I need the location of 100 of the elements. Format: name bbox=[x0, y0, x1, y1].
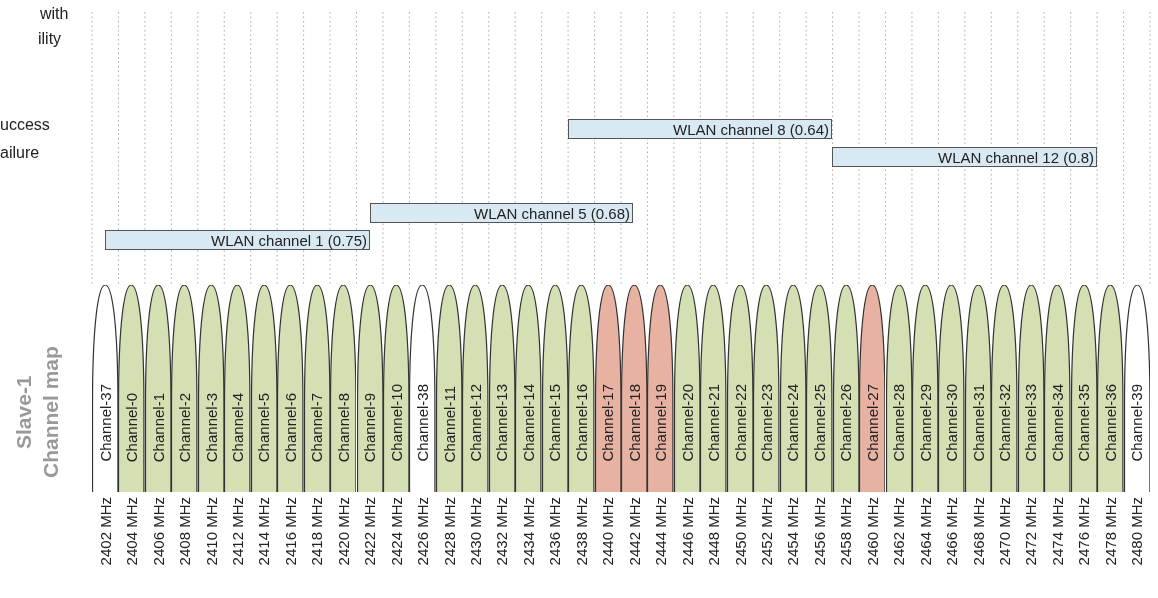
frequency-label: 2406 MHz bbox=[150, 497, 166, 566]
frequency-label: 2472 MHz bbox=[1023, 497, 1039, 566]
frequency-label: 2434 MHz bbox=[520, 497, 536, 566]
channel-arch bbox=[541, 285, 569, 492]
channel-arch bbox=[197, 285, 225, 492]
frequency-label: 2474 MHz bbox=[1049, 497, 1065, 566]
channel-label: Channel-15 bbox=[547, 384, 563, 462]
channel-arch bbox=[171, 285, 198, 492]
channel-label: Channel-18 bbox=[626, 384, 642, 462]
frequency-label: 2448 MHz bbox=[706, 497, 722, 566]
channel-arch bbox=[224, 285, 251, 492]
legend-text: ailure bbox=[0, 145, 40, 161]
channel-label: Channel-16 bbox=[573, 384, 589, 462]
channel-label: Channel-19 bbox=[653, 384, 669, 462]
frequency-label: 2478 MHz bbox=[1102, 497, 1118, 566]
channel-arch bbox=[621, 285, 648, 492]
channel-arch bbox=[647, 285, 674, 492]
channel-label: Channel-1 bbox=[150, 392, 166, 462]
channel-arch bbox=[382, 285, 410, 492]
channel-arch bbox=[1097, 285, 1124, 492]
channel-label: Channel-22 bbox=[732, 384, 748, 462]
channel-arch bbox=[1044, 285, 1071, 492]
channel-arch bbox=[726, 285, 754, 492]
frequency-label: 2452 MHz bbox=[758, 497, 774, 566]
frequency-label: 2412 MHz bbox=[229, 497, 245, 566]
channel-label: Channel-32 bbox=[997, 384, 1012, 462]
channel-arch bbox=[938, 285, 965, 492]
channel-arch bbox=[911, 285, 939, 492]
channel-arch bbox=[488, 285, 516, 492]
channel-arch bbox=[594, 285, 621, 492]
channel-arch bbox=[700, 285, 727, 492]
channel-label: Channel-25 bbox=[811, 384, 827, 462]
frequency-label: 2464 MHz bbox=[917, 497, 933, 566]
frequency-label: 2466 MHz bbox=[944, 497, 960, 566]
channel-label: Channel-23 bbox=[758, 384, 774, 462]
channel-arch bbox=[303, 285, 331, 492]
channel-arch bbox=[1070, 285, 1098, 492]
frequency-label: 2460 MHz bbox=[864, 497, 880, 566]
legend-text: uccess bbox=[0, 117, 50, 133]
channel-arch bbox=[673, 285, 701, 492]
channel-arch bbox=[1017, 285, 1045, 492]
channel-label: Channel-31 bbox=[970, 384, 986, 462]
channel-label: Channel-34 bbox=[1049, 384, 1065, 462]
channel-arch bbox=[779, 285, 807, 492]
channel-arch bbox=[409, 285, 436, 492]
channel-arch bbox=[964, 285, 992, 492]
channel-label: Channel-6 bbox=[282, 392, 298, 462]
channel-label: Channel-20 bbox=[679, 384, 695, 462]
frequency-label: 2432 MHz bbox=[494, 497, 510, 566]
channel-arch bbox=[832, 285, 860, 492]
channel-label: Channel-36 bbox=[1102, 384, 1118, 462]
channel-label: Channel-12 bbox=[468, 384, 483, 462]
frequency-label: 2420 MHz bbox=[335, 497, 351, 566]
channel-label: Channel-17 bbox=[600, 384, 616, 462]
frequency-label: 2414 MHz bbox=[256, 497, 272, 566]
frequency-label: 2476 MHz bbox=[1076, 497, 1092, 566]
channel-label: Channel-4 bbox=[229, 392, 245, 462]
channel-label: Channel-33 bbox=[1023, 384, 1039, 462]
frequency-label: 2442 MHz bbox=[626, 497, 642, 566]
channel-label: Channel-29 bbox=[917, 384, 933, 462]
legend-text: ility bbox=[38, 31, 62, 47]
frequency-label: 2424 MHz bbox=[388, 497, 404, 566]
frequency-label: 2418 MHz bbox=[309, 497, 325, 566]
frequency-label: 2446 MHz bbox=[679, 497, 695, 566]
channel-arch bbox=[144, 285, 172, 492]
channel-label: Channel-21 bbox=[706, 384, 722, 462]
channel-arch bbox=[356, 285, 383, 492]
wlan-channel-bar: WLAN channel 12 (0.8) bbox=[832, 147, 1097, 167]
axis-title: Slave-1 Channel map bbox=[11, 345, 63, 481]
channel-label: Channel-27 bbox=[864, 384, 880, 462]
channel-label: Channel-0 bbox=[124, 392, 140, 462]
channel-arch bbox=[991, 285, 1018, 492]
frequency-label: 2402 MHz bbox=[97, 497, 113, 566]
frequency-label: 2428 MHz bbox=[441, 497, 457, 566]
channel-arch bbox=[515, 285, 542, 492]
channel-label: Channel-7 bbox=[309, 392, 325, 462]
frequency-label: 2440 MHz bbox=[600, 497, 616, 566]
channel-label: Channel-3 bbox=[203, 392, 219, 462]
channel-label: Channel-39 bbox=[1129, 384, 1145, 462]
legend-text: with bbox=[40, 6, 69, 22]
frequency-label: 2450 MHz bbox=[732, 497, 748, 566]
channel-arch bbox=[330, 285, 357, 492]
frequency-label: 2458 MHz bbox=[838, 497, 854, 566]
frequency-label: 2422 MHz bbox=[362, 497, 378, 566]
channel-arch bbox=[250, 285, 278, 492]
wlan-channel-bar: WLAN channel 1 (0.75) bbox=[105, 230, 370, 250]
channel-arch bbox=[277, 285, 304, 492]
frequency-label: 2470 MHz bbox=[997, 497, 1012, 566]
channel-label: Channel-28 bbox=[891, 384, 907, 462]
channel-arch bbox=[806, 285, 833, 492]
channel-arch bbox=[885, 285, 912, 492]
frequency-label: 2430 MHz bbox=[468, 497, 483, 566]
frequency-label: 2404 MHz bbox=[124, 497, 140, 566]
frequency-label: 2454 MHz bbox=[785, 497, 801, 566]
channel-label: Channel-14 bbox=[520, 384, 536, 462]
channel-label: Channel-24 bbox=[785, 384, 801, 462]
channel-arch bbox=[753, 285, 780, 492]
channel-label: Channel-9 bbox=[362, 392, 378, 462]
channel-label: Channel-11 bbox=[441, 385, 457, 462]
frequency-label: 2468 MHz bbox=[970, 497, 986, 566]
